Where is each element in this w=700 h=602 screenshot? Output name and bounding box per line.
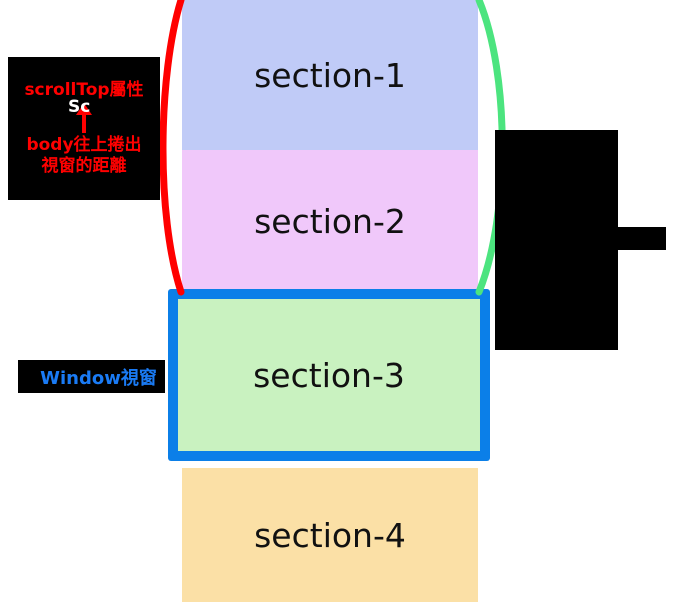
scrolltop-annotation: scrollTop屬性 body往上捲出 視窗的距離 xyxy=(8,57,160,200)
up-arrow-icon xyxy=(12,101,156,135)
scroll-height-label: Sc xyxy=(68,97,91,117)
section-2-block: section-2 xyxy=(182,150,478,292)
scrolltop-desc-line-2: 視窗的距離 xyxy=(41,156,127,176)
section-2-label: section-2 xyxy=(254,201,406,241)
section-4-label: section-4 xyxy=(254,515,406,555)
scrolltop-desc-line-1: body往上捲出 xyxy=(26,135,142,155)
section-3-label: section-3 xyxy=(253,355,405,395)
left-brace-curve xyxy=(159,0,185,296)
scrolltop-title: scrollTop屬性 xyxy=(24,80,144,100)
section-3-block: section-3 xyxy=(178,299,480,451)
window-viewport-label: Window視窗 xyxy=(40,367,157,389)
section-4-block: section-4 xyxy=(182,468,478,602)
window-viewport-annotation: Window視窗 xyxy=(18,360,165,393)
redaction-bar xyxy=(590,227,666,250)
section-1-block: section-1 xyxy=(182,0,478,150)
section-3-viewport-frame: section-3 xyxy=(168,289,490,461)
section-1-label: section-1 xyxy=(254,55,406,95)
